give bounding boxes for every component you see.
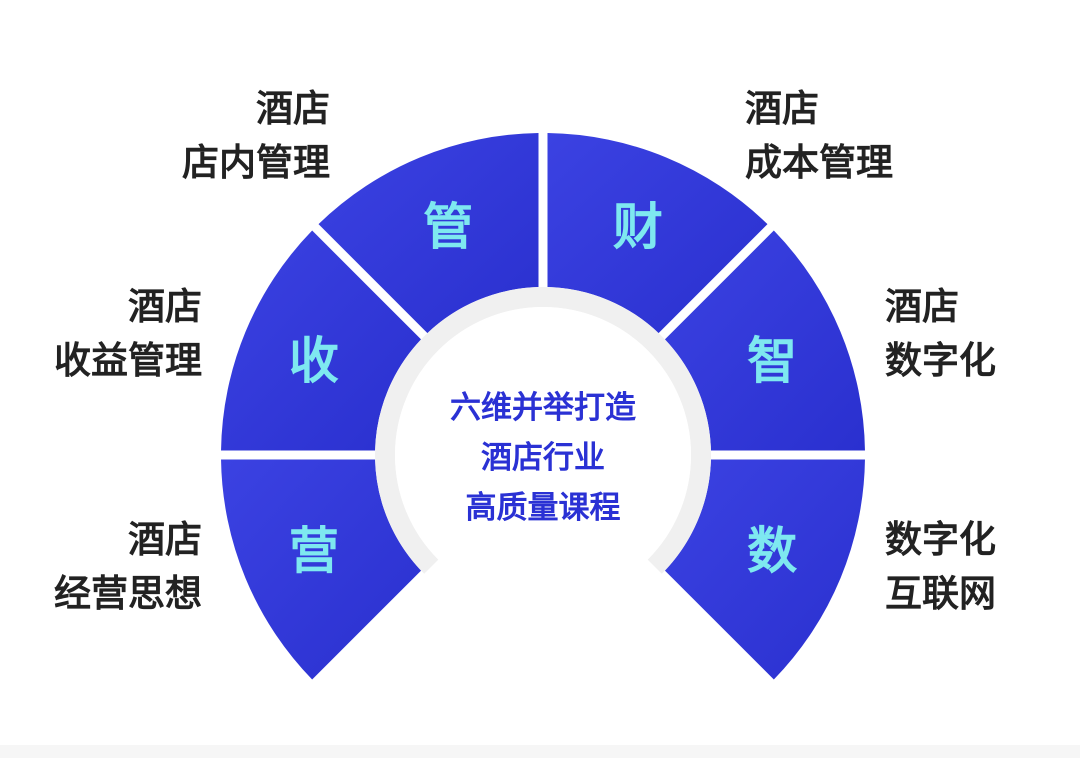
segment-1 bbox=[221, 230, 422, 451]
label-cai: 酒店 成本管理 bbox=[745, 82, 893, 190]
center-text-line: 高质量课程 bbox=[466, 490, 621, 526]
label-line: 酒店 bbox=[885, 285, 959, 328]
segment-2 bbox=[318, 133, 539, 334]
label-line: 酒店 bbox=[128, 518, 202, 561]
segment-4 bbox=[664, 230, 865, 451]
label-line: 店内管理 bbox=[182, 141, 330, 184]
label-line: 酒店 bbox=[128, 285, 202, 328]
segment-char: 财 bbox=[613, 198, 663, 256]
segments-layer: 营 收 管 财智数 bbox=[221, 133, 865, 680]
bottom-band bbox=[0, 745, 1080, 758]
label-line: 互联网 bbox=[885, 572, 996, 615]
label-line: 收益管理 bbox=[54, 339, 202, 382]
center-text-line: 酒店行业 bbox=[481, 440, 605, 476]
label-line: 数字化 bbox=[885, 518, 996, 561]
label-line: 数字化 bbox=[885, 339, 996, 382]
label-line: 酒店 bbox=[745, 87, 819, 130]
label-shou: 酒店 收益管理 bbox=[54, 280, 202, 388]
segment-0 bbox=[221, 459, 422, 680]
label-line: 成本管理 bbox=[745, 141, 893, 184]
segment-char: 智 bbox=[747, 332, 797, 390]
label-shu: 数字化 互联网 bbox=[885, 513, 996, 621]
ring-arc bbox=[375, 287, 711, 574]
label-zhi: 酒店 数字化 bbox=[885, 280, 996, 388]
label-line: 酒店 bbox=[256, 87, 330, 130]
center-ring bbox=[375, 287, 711, 574]
segment-char: 收 bbox=[289, 332, 339, 390]
center-text-line: 六维并举打造 bbox=[450, 390, 636, 426]
label-line: 经营思想 bbox=[54, 572, 202, 615]
segment-char: 营 bbox=[289, 522, 339, 580]
segment-5 bbox=[664, 459, 865, 680]
label-ying: 酒店 经营思想 bbox=[54, 513, 202, 621]
segment-char: 数 bbox=[747, 522, 797, 580]
center-disc-fill bbox=[395, 307, 691, 603]
label-guan: 酒店 店内管理 bbox=[182, 82, 330, 190]
segment-3 bbox=[547, 133, 768, 334]
segment-char: 管 bbox=[423, 198, 473, 256]
